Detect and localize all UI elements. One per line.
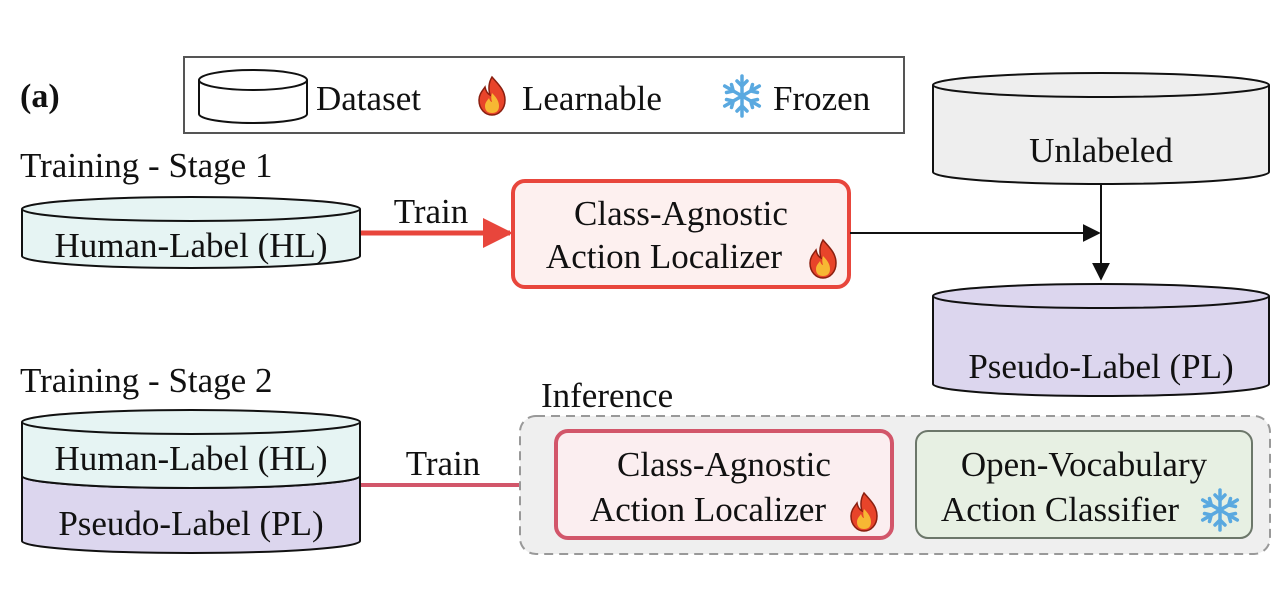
stage1-localizer: Class-Agnostic Action Localizer — [511, 179, 851, 289]
stage1-hl-dataset: Human-Label (HL) — [21, 196, 361, 269]
classifier-line1: Open-Vocabulary — [961, 445, 1208, 484]
stage1-train-label: Train — [394, 192, 469, 231]
panel-label: (a) — [20, 78, 60, 115]
stage2-hl-label: Human-Label (HL) — [54, 439, 327, 478]
open-vocab-classifier: Open-Vocabulary Action Classifier — [915, 430, 1253, 539]
stage2-localizer-line2: Action Localizer — [590, 490, 826, 529]
pseudo-label-text: Pseudo-Label (PL) — [968, 347, 1233, 386]
cylinder-icon — [198, 69, 308, 124]
stage1-hl-label: Human-Label (HL) — [54, 226, 327, 265]
stage2-dataset: Human-Label (HL) Pseudo-Label (PL) — [21, 409, 361, 554]
pseudo-label-dataset: Pseudo-Label (PL) — [932, 283, 1270, 397]
inference-label: Inference — [541, 376, 673, 415]
stage1-title: Training - Stage 1 — [20, 146, 272, 185]
classifier-line2: Action Classifier — [941, 490, 1179, 529]
stage2-localizer-line1: Class-Agnostic — [617, 445, 831, 484]
legend-frozen-label: Frozen — [773, 79, 870, 118]
stage2-localizer: Class-Agnostic Action Localizer — [554, 429, 894, 540]
legend-dataset-label: Dataset — [316, 79, 421, 118]
stage1-localizer-line1: Class-Agnostic — [574, 194, 788, 233]
stage1-localizer-line2: Action Localizer — [546, 237, 782, 276]
stage2-train-label: Train — [406, 444, 481, 483]
unlabeled-dataset: Unlabeled — [932, 72, 1270, 185]
legend-learnable-label: Learnable — [522, 79, 662, 118]
unlabeled-label: Unlabeled — [1029, 131, 1173, 170]
legend: Dataset Learnable Frozen — [183, 56, 905, 134]
stage2-pl-label: Pseudo-Label (PL) — [58, 504, 323, 543]
stage2-title: Training - Stage 2 — [20, 361, 272, 400]
